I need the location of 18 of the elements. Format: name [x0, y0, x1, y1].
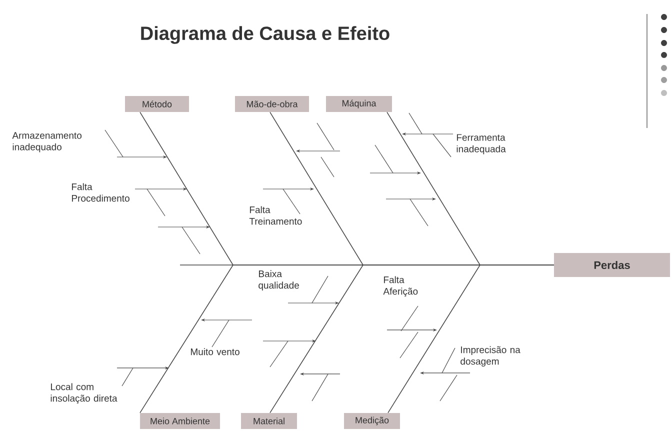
cause-label: Muito vento — [191, 348, 240, 356]
cause-label: Local com insolação direta — [50, 383, 118, 404]
effect-box: Perdas — [554, 252, 670, 277]
cause-label: Armazenamento inadequado — [12, 132, 82, 152]
category-box: Máquina — [326, 96, 392, 112]
title: Diagrama de Causa e Efeito — [141, 26, 390, 44]
category-box: Material — [241, 412, 297, 429]
cause-label: Falta Treinamento — [249, 206, 302, 225]
category-box: Método — [125, 96, 189, 112]
category-box: Medição — [344, 412, 400, 429]
cause-label: Ferramenta inadequada — [456, 134, 506, 154]
category-box: Meio Ambiente — [140, 412, 220, 429]
fishbone-line — [388, 264, 554, 414]
cause-label: Falta Procedimento — [72, 183, 130, 202]
cause-label: Imprecisão na dosagem — [460, 346, 520, 367]
category-box: Mão-de-obra — [235, 96, 309, 112]
cause-label: Falta Aferição — [383, 276, 418, 297]
cause-label: Baixa qualidade — [258, 270, 299, 291]
